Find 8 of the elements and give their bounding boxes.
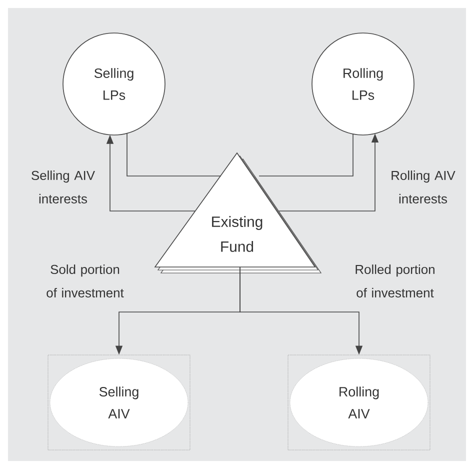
ellipse-node: Rolling AIV	[290, 358, 428, 447]
circle-node: Rolling LPs	[312, 32, 414, 136]
circle-node: Selling LPs	[62, 32, 166, 136]
edge-label: Sold portion of investment	[46, 264, 124, 298]
ellipse-node: Selling AIV	[50, 358, 188, 447]
edge-label: Rolling AIV interests	[392, 170, 456, 204]
edge-label: Rolled portion of investment	[356, 264, 434, 298]
edge-label: Selling AIV interests	[32, 170, 95, 204]
